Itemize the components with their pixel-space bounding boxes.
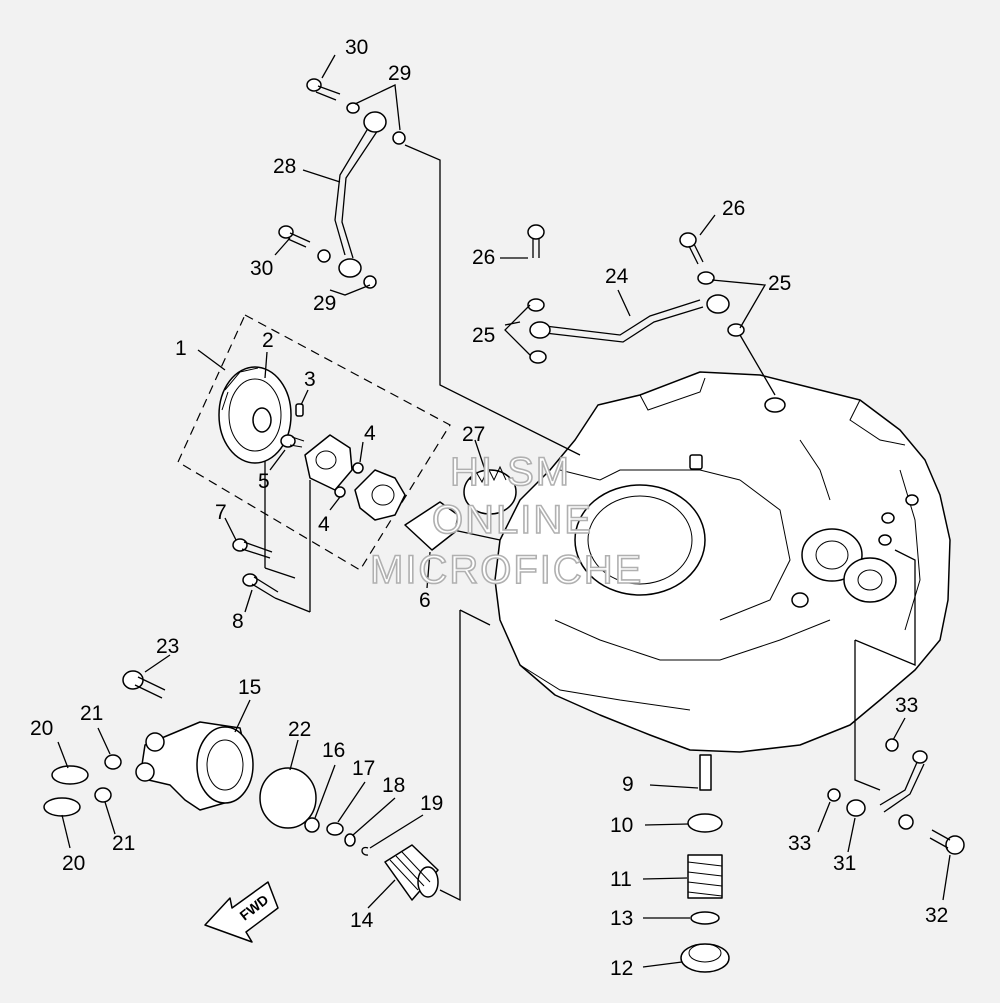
washer-29-c [317, 249, 331, 263]
drain-plug-12 [680, 943, 730, 973]
bolt-7 [232, 538, 273, 559]
callout-25-left: 25 [472, 324, 495, 347]
callout-32: 32 [925, 904, 948, 927]
watermark-line-2: ONLINE [432, 498, 593, 542]
callout-3: 3 [304, 368, 316, 391]
callout-26-right: 26 [722, 197, 745, 220]
callout-25-right: 25 [768, 272, 791, 295]
washer-25-a [527, 298, 545, 312]
callout-20-bottom: 20 [62, 852, 85, 875]
bolt-8 [242, 573, 279, 599]
callout-26-left: 26 [472, 246, 495, 269]
washer-25-c [697, 271, 715, 285]
bolt-32 [929, 829, 965, 855]
callout-10: 10 [610, 814, 633, 837]
callout-23: 23 [156, 635, 179, 658]
callout-28: 28 [273, 155, 296, 178]
callout-21-bottom: 21 [112, 832, 135, 855]
leader-lines [57, 54, 951, 968]
bolt-30-top [306, 78, 341, 101]
circlip-19 [361, 846, 369, 856]
bolt-26-left [527, 224, 545, 258]
washer-18 [344, 833, 356, 847]
watermark-line-3: MICROFICHE [370, 548, 643, 592]
callout-22: 22 [288, 718, 311, 741]
callout-5: 5 [258, 470, 270, 493]
callout-30-top: 30 [345, 36, 368, 59]
reference-lines [264, 144, 916, 902]
washer-33-bottom [827, 788, 841, 802]
callout-24: 24 [605, 265, 629, 288]
bolt-23 [122, 670, 166, 699]
watermark: HI SM ONLINE MICROFICHE [369, 449, 643, 593]
oil-pressure-switch-pipe [879, 750, 928, 830]
spring-seat-16 [304, 817, 320, 833]
union-bolt-20-top [51, 765, 89, 785]
callout-33-top: 33 [895, 694, 918, 717]
washer-29-d [363, 275, 377, 289]
callout-31: 31 [833, 852, 856, 875]
plug-10 [687, 813, 723, 833]
callout-8: 8 [232, 610, 244, 633]
oil-strainer-stack [680, 754, 730, 973]
oil-filter-cover-15 [135, 721, 254, 811]
gasket-21-top [104, 754, 122, 770]
spring-11 [687, 854, 723, 899]
oil-delivery-pipe-24 [529, 294, 730, 343]
o-ring-13 [690, 911, 720, 925]
callout-21-top: 21 [80, 702, 103, 725]
callout-27: 27 [462, 423, 485, 446]
oil-pump-drive-gear [463, 465, 517, 515]
washer-29-a [346, 102, 360, 114]
callout-4-lower: 4 [318, 513, 330, 536]
union-bolt-20-bottom [43, 797, 81, 817]
bolt-31 [846, 799, 866, 817]
crankcase [494, 371, 951, 753]
bolt-30-lower [278, 225, 311, 248]
callout-6: 6 [419, 589, 431, 612]
oil-pump-driven-gear [218, 366, 292, 464]
washer-33-top [885, 738, 899, 752]
callout-12: 12 [610, 957, 633, 980]
callout-13: 13 [610, 907, 633, 930]
washer-29-b [392, 131, 406, 145]
pin [295, 403, 304, 417]
callout-1: 1 [175, 337, 187, 360]
spring-17 [326, 822, 344, 836]
callout-4-upper: 4 [364, 422, 376, 445]
callout-16: 16 [322, 739, 345, 762]
o-ring-22 [259, 767, 317, 829]
callout-18: 18 [382, 774, 405, 797]
callout-17: 17 [352, 757, 375, 780]
bolt-9 [699, 754, 712, 791]
washer-25-b [529, 350, 547, 364]
oil-delivery-pipe-28 [334, 111, 387, 278]
callout-19: 19 [420, 792, 443, 815]
callout-14: 14 [350, 909, 374, 932]
callout-29-top: 29 [388, 62, 411, 85]
screw-5 [280, 434, 305, 448]
gasket-21-bottom [94, 787, 112, 803]
callout-11: 11 [610, 868, 632, 891]
callout-30-lower: 30 [250, 257, 273, 280]
callout-9: 9 [622, 773, 634, 796]
watermark-line-1: HI SM [450, 450, 571, 494]
callout-2: 2 [262, 329, 274, 352]
oil-strainer-plate [404, 501, 459, 551]
fwd-arrow: FWD [204, 881, 279, 943]
callout-29-lower: 29 [313, 292, 336, 315]
callout-7: 7 [215, 501, 227, 524]
callout-33-bottom: 33 [788, 832, 811, 855]
callout-15: 15 [238, 676, 261, 699]
callout-20-top: 20 [30, 717, 53, 740]
oil-filter-14 [384, 844, 439, 901]
oil-pump-assembly-outline [177, 314, 451, 571]
oil-pump-body [304, 434, 406, 521]
bolt-26-right [679, 232, 704, 265]
callout-labels: 30 29 28 30 29 26 26 24 25 25 1 2 3 4 4 … [30, 36, 948, 980]
